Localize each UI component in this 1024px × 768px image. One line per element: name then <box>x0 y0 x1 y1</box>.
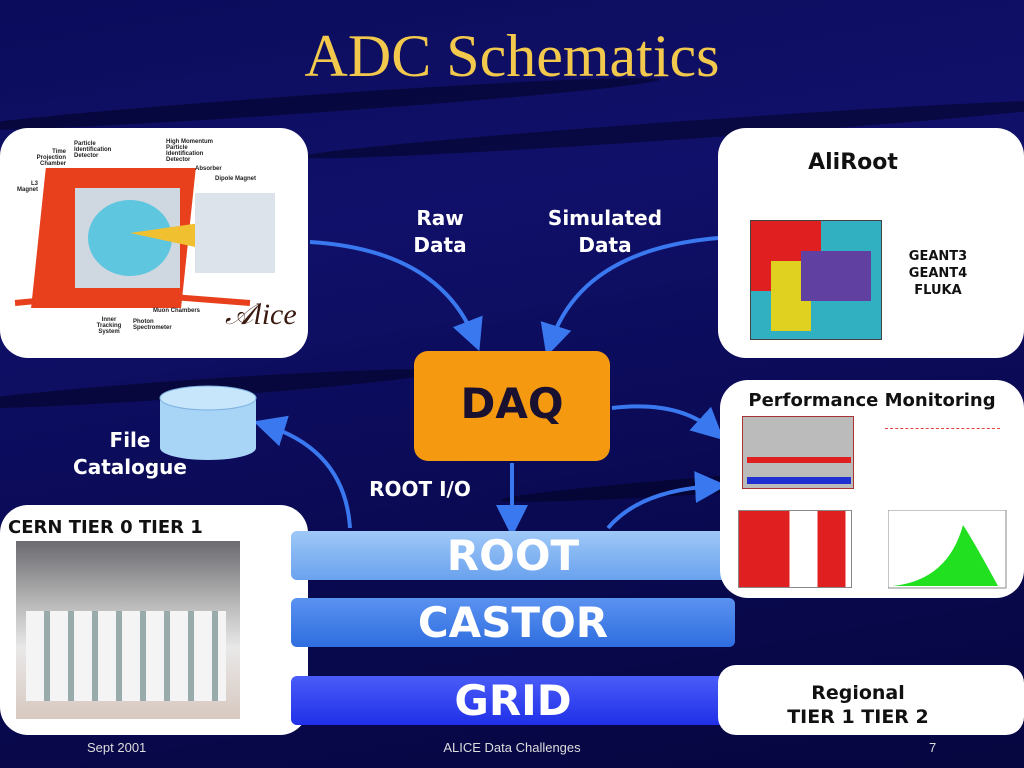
alice-detector-panel: Time Projection Chamber Particle Identif… <box>0 128 308 358</box>
monitoring-title: Performance Monitoring <box>748 390 996 411</box>
root-monitoring-arrow <box>606 471 727 530</box>
detector-label-tpc: Time Projection Chamber <box>36 149 66 167</box>
detector-label-absorber: Absorber <box>195 166 222 172</box>
monitor-plot-strip <box>742 416 854 489</box>
engine-geant4: GEANT4 <box>908 266 968 281</box>
engine-fluka: FLUKA <box>914 283 962 298</box>
aliroot-simulation-image <box>750 220 882 340</box>
grid-layer: GRID <box>291 676 735 725</box>
simulated-data-arrow <box>540 236 719 357</box>
raw-data-arrow <box>309 240 483 352</box>
raw-data-label: Raw Data <box>413 206 467 257</box>
daq-box: DAQ <box>414 351 610 461</box>
aliroot-title: AliRoot <box>808 150 898 175</box>
detector-label-hmpid: High Momentum Particle Identification De… <box>166 139 213 163</box>
monitor-plot-green-histogram <box>888 510 1007 589</box>
file-catalogue-label: File Catalogue <box>73 428 187 479</box>
aliroot-panel: AliRoot GEANT3 GEANT4 FLUKA <box>718 128 1024 358</box>
tier0-title: CERN TIER 0 TIER 1 <box>8 517 203 538</box>
computer-centre-photo <box>16 541 240 719</box>
detector-label-muon-chambers: Muon Chambers <box>153 308 201 314</box>
monitoring-panel: Performance Monitoring <box>720 380 1024 598</box>
regional-panel: Regional TIER 1 TIER 2 <box>718 665 1024 735</box>
root-catalogue-arrow <box>253 415 352 529</box>
daq-monitoring-arrow <box>611 404 724 441</box>
tier0-panel: CERN TIER 0 TIER 1 <box>0 505 308 735</box>
castor-layer: CASTOR <box>291 598 735 647</box>
slide-title: ADC Schematics <box>304 23 720 89</box>
root-layer: ROOT <box>291 531 735 580</box>
detector-label-dipole-magnet: Dipole Magnet <box>215 176 257 182</box>
root-io-label: ROOT I/O <box>369 477 471 501</box>
detector-label-phos: Photon Spectrometer <box>133 319 172 331</box>
regional-line2: TIER 1 TIER 2 <box>787 706 929 728</box>
detector-label-l3-magnet: L3 Magnet <box>17 181 38 193</box>
page-number: 7 <box>929 740 937 755</box>
alice-detector-image <box>14 168 275 308</box>
footer-title: ALICE Data Challenges <box>443 740 581 755</box>
simulation-engines: GEANT3 GEANT4 FLUKA <box>893 248 983 299</box>
detector-label-pid: Particle Identification Detector <box>74 141 112 159</box>
monitor-plot-line <box>885 428 1000 429</box>
simulated-data-label: Simulated Data <box>547 206 663 257</box>
monitor-plot-red-histogram <box>738 510 852 588</box>
detector-label-its: Inner Tracking System <box>96 317 122 335</box>
regional-line1: Regional <box>811 682 905 704</box>
footer-date: Sept 2001 <box>87 740 147 755</box>
alice-logo: 𝒜lice <box>225 298 297 331</box>
engine-geant3: GEANT3 <box>908 249 968 264</box>
